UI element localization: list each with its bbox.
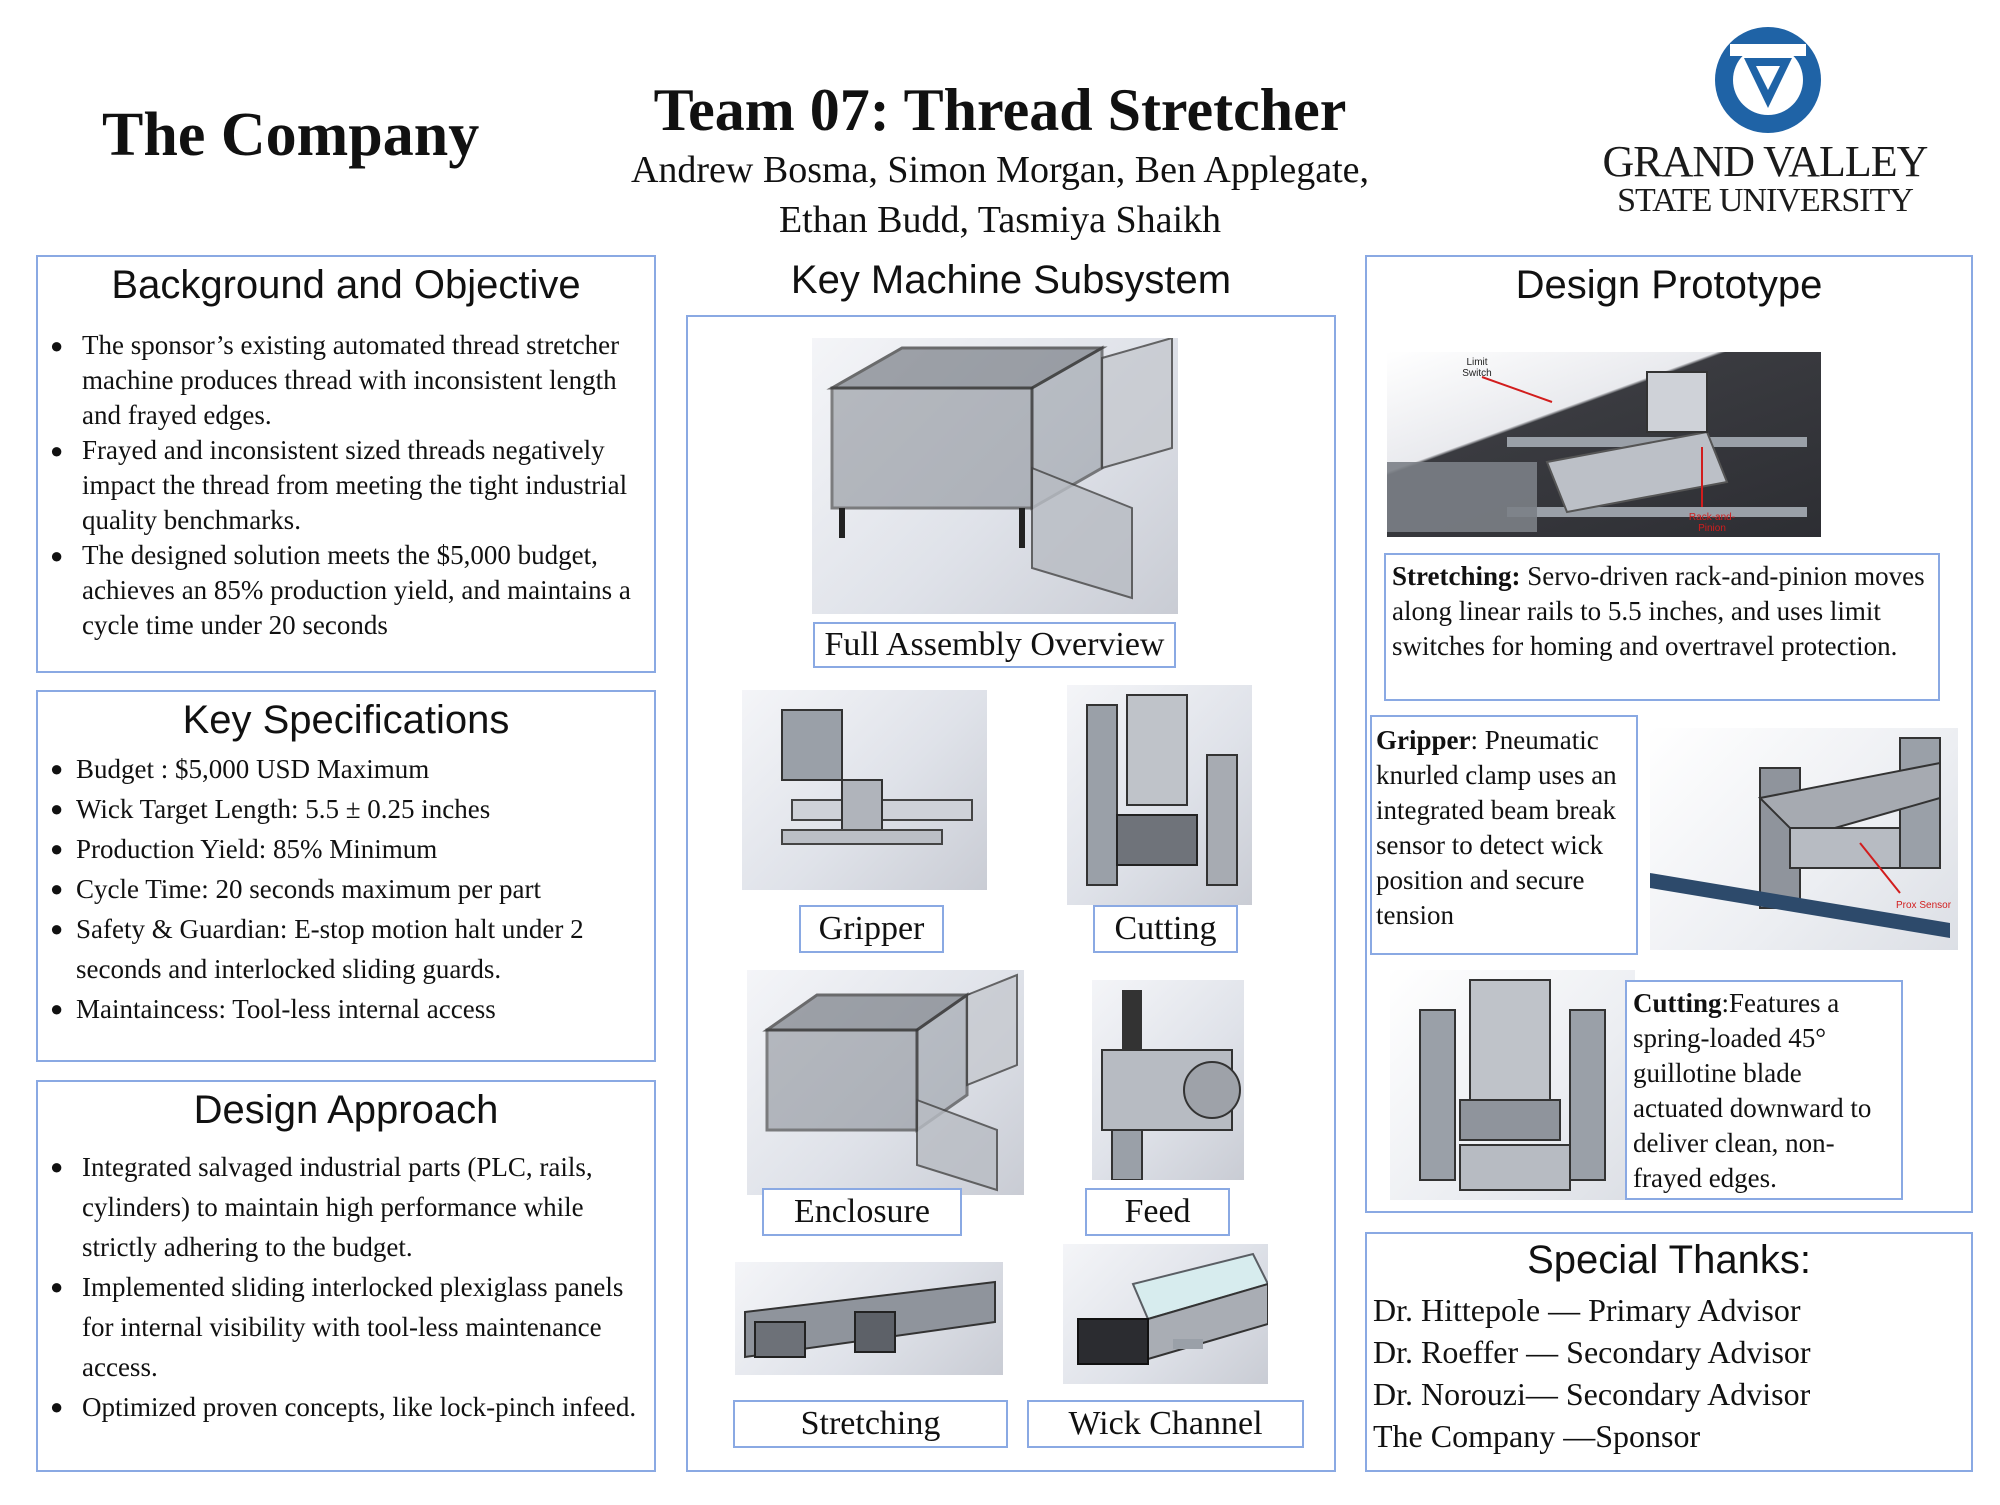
wick-channel-image <box>1063 1244 1268 1384</box>
stretching-label: Stretching: <box>1392 561 1521 591</box>
approach-bullet-list: Integrated salvaged industrial parts (PL… <box>38 1147 654 1427</box>
thanks-line: Dr. Norouzi— Secondary Advisor <box>1373 1376 1811 1412</box>
university-logo: GRAND VALLEY STATE UNIVERSITY <box>1580 24 1950 224</box>
list-item: Maintaincess: Tool-less internal access <box>38 989 644 1029</box>
design-approach-title: Design Approach <box>193 1088 499 1132</box>
design-approach-panel: Design Approach Integrated salvaged indu… <box>36 1080 656 1472</box>
background-objective-title: Background and Objective <box>111 263 581 307</box>
full-assembly-image <box>812 338 1178 614</box>
background-bullet-list: The sponsor’s existing automated thread … <box>38 328 654 643</box>
limit-switch-label: Limit Switch <box>1462 357 1492 379</box>
caption-full-assembly: Full Assembly Overview <box>813 622 1176 668</box>
key-machine-subsystem-title: Key Machine Subsystem <box>790 258 1232 302</box>
caption-wick-channel: Wick Channel <box>1027 1400 1304 1448</box>
enclosure-image <box>747 970 1024 1195</box>
logo-line-1: GRAND VALLEY <box>1602 137 1929 186</box>
list-item: Budget : $5,000 USD Maximum <box>38 749 644 789</box>
gv-emblem-icon <box>1715 27 1821 133</box>
list-item: Production Yield: 85% Minimum <box>38 829 644 869</box>
list-item: Implemented sliding interlocked plexigla… <box>38 1267 644 1387</box>
poster-title: Team 07: Thread Stretcher <box>653 77 1347 143</box>
list-item: Integrated salvaged industrial parts (PL… <box>38 1147 644 1267</box>
list-item: Frayed and inconsistent sized threads ne… <box>38 433 644 538</box>
authors-line-1: Andrew Bosma, Simon Morgan, Ben Applegat… <box>630 149 1370 191</box>
caption-cutting: Cutting <box>1093 905 1238 953</box>
cutting-label: Cutting <box>1633 988 1722 1018</box>
gripper-description: Gripper: Pneumatic knurled clamp uses an… <box>1370 715 1638 955</box>
specifications-bullet-list: Budget : $5,000 USD Maximum Wick Target … <box>38 749 654 1029</box>
gripper-text: : Pneumatic knurled clamp uses an integr… <box>1376 725 1617 930</box>
gripper-prototype-image: Prox Sensor <box>1650 728 1958 950</box>
list-item: The designed solution meets the $5,000 b… <box>38 538 644 643</box>
caption-enclosure: Enclosure <box>762 1188 962 1236</box>
stretching-prototype-image: Limit Switch Rack-and-Pinion <box>1387 352 1821 537</box>
cutting-prototype-image <box>1390 970 1635 1200</box>
thanks-line: The Company —Sponsor <box>1373 1418 1701 1454</box>
background-objective-panel: Background and Objective The sponsor’s e… <box>36 255 656 673</box>
cutting-image <box>1067 685 1252 905</box>
company-name: The Company <box>102 101 480 169</box>
caption-feed: Feed <box>1085 1188 1230 1236</box>
thanks-line: Dr. Roeffer — Secondary Advisor <box>1373 1334 1811 1370</box>
stretching-image <box>735 1262 1003 1375</box>
list-item: Safety & Guardian: E-stop motion halt un… <box>38 909 644 989</box>
list-item: Wick Target Length: 5.5 ± 0.25 inches <box>38 789 644 829</box>
logo-line-2: STATE UNIVERSITY <box>1617 182 1914 219</box>
stretching-description: Stretching: Servo-driven rack-and-pinion… <box>1384 553 1940 701</box>
list-item: Optimized proven concepts, like lock-pin… <box>38 1387 644 1427</box>
list-item: The sponsor’s existing automated thread … <box>38 328 644 433</box>
caption-gripper: Gripper <box>799 905 944 953</box>
authors-line-2: Ethan Budd, Tasmiya Shaikh <box>778 199 1222 241</box>
key-specifications-panel: Key Specifications Budget : $5,000 USD M… <box>36 690 656 1062</box>
stretching-text: Servo-driven rack-and-pinion moves along… <box>1392 561 1925 661</box>
special-thanks-panel: Special Thanks: Dr. Hittepole — Primary … <box>1365 1232 1973 1472</box>
gripper-image <box>742 690 987 890</box>
list-item: Cycle Time: 20 seconds maximum per part <box>38 869 644 909</box>
cutting-text: :Features a spring-loaded 45° guillotine… <box>1633 988 1872 1193</box>
gripper-label: Gripper <box>1376 725 1471 755</box>
caption-stretching: Stretching <box>733 1400 1008 1448</box>
prox-sensor-label: Prox Sensor <box>1896 900 1952 911</box>
cutting-description: Cutting:Features a spring-loaded 45° gui… <box>1625 980 1903 1200</box>
feed-image <box>1092 980 1244 1180</box>
rack-pinion-label: Rack-and-Pinion <box>1688 512 1736 534</box>
thanks-line: Dr. Hittepole — Primary Advisor <box>1373 1292 1801 1328</box>
key-specifications-title: Key Specifications <box>182 698 510 742</box>
special-thanks-title: Special Thanks: <box>1527 1238 1811 1282</box>
design-prototype-title: Design Prototype <box>1515 263 1823 307</box>
